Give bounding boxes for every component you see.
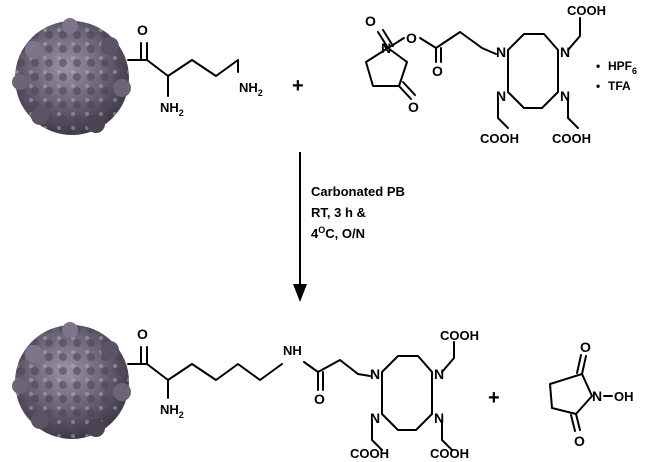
cyclen-n2: N: [560, 44, 570, 60]
condition-buffer: Carbonated PB: [311, 184, 405, 199]
nhs-n-label: N: [592, 388, 602, 404]
condition-cold: 4OC, O/N: [311, 225, 365, 241]
plus-sign-reactants: +: [292, 75, 304, 97]
amide-nh-label: NH: [283, 343, 302, 358]
product-cooh-bottom-right: COOH: [430, 446, 469, 461]
ester-carbonyl-o: O: [432, 63, 443, 79]
lysine-reactant: [127, 42, 239, 97]
product-cyclen-n1: N: [370, 366, 380, 382]
cyclen-n3: N: [496, 88, 506, 104]
alpha-amine-label: NH2: [160, 100, 184, 118]
nhs-ester-reactant: [365, 17, 581, 129]
nhs-o-top: O: [580, 339, 591, 355]
dota-conjugate-product: [127, 341, 455, 451]
cooh-bottom-left: COOH: [480, 131, 519, 146]
product-cyclen-n3: N: [370, 410, 380, 426]
nhs-oh-label: OH: [614, 389, 634, 404]
amide-carbonyl-o: O: [314, 391, 325, 407]
nhs-o-bottom: O: [574, 433, 585, 449]
reaction-arrowhead: [293, 284, 307, 302]
imide-o-bottom: O: [408, 99, 419, 115]
cooh-top-right: COOH: [567, 3, 606, 18]
counterion-bullet-1: •: [596, 59, 600, 73]
tfa-label: TFA: [608, 79, 631, 93]
hpf6-label: HPF6: [608, 59, 637, 76]
counterion-bullet-2: •: [596, 79, 600, 93]
product-alpha-amine: NH2: [160, 402, 184, 420]
carbonyl-o-label: O: [137, 22, 148, 38]
virus-particle-product: [12, 322, 131, 439]
product-carbonyl-o: O: [137, 326, 148, 342]
product-cooh-bottom-left: COOH: [350, 446, 389, 461]
product-cooh-top: COOH: [440, 328, 479, 343]
cooh-bottom-right: COOH: [552, 131, 591, 146]
imide-n-label: N: [381, 40, 391, 56]
n-hydroxysuccinimide-product: [549, 354, 613, 432]
product-cyclen-n2: N: [434, 366, 444, 382]
product-cyclen-n4: N: [434, 410, 444, 426]
imide-o-top: O: [365, 13, 376, 29]
condition-rt: RT, 3 h &: [311, 205, 366, 220]
ester-o-label: O: [406, 30, 417, 46]
epsilon-amine-label: NH2: [239, 80, 263, 98]
plus-sign-products: +: [488, 387, 500, 409]
cyclen-n1: N: [496, 44, 506, 60]
virus-particle-reactant: [12, 18, 131, 135]
cyclen-n4: N: [560, 88, 570, 104]
